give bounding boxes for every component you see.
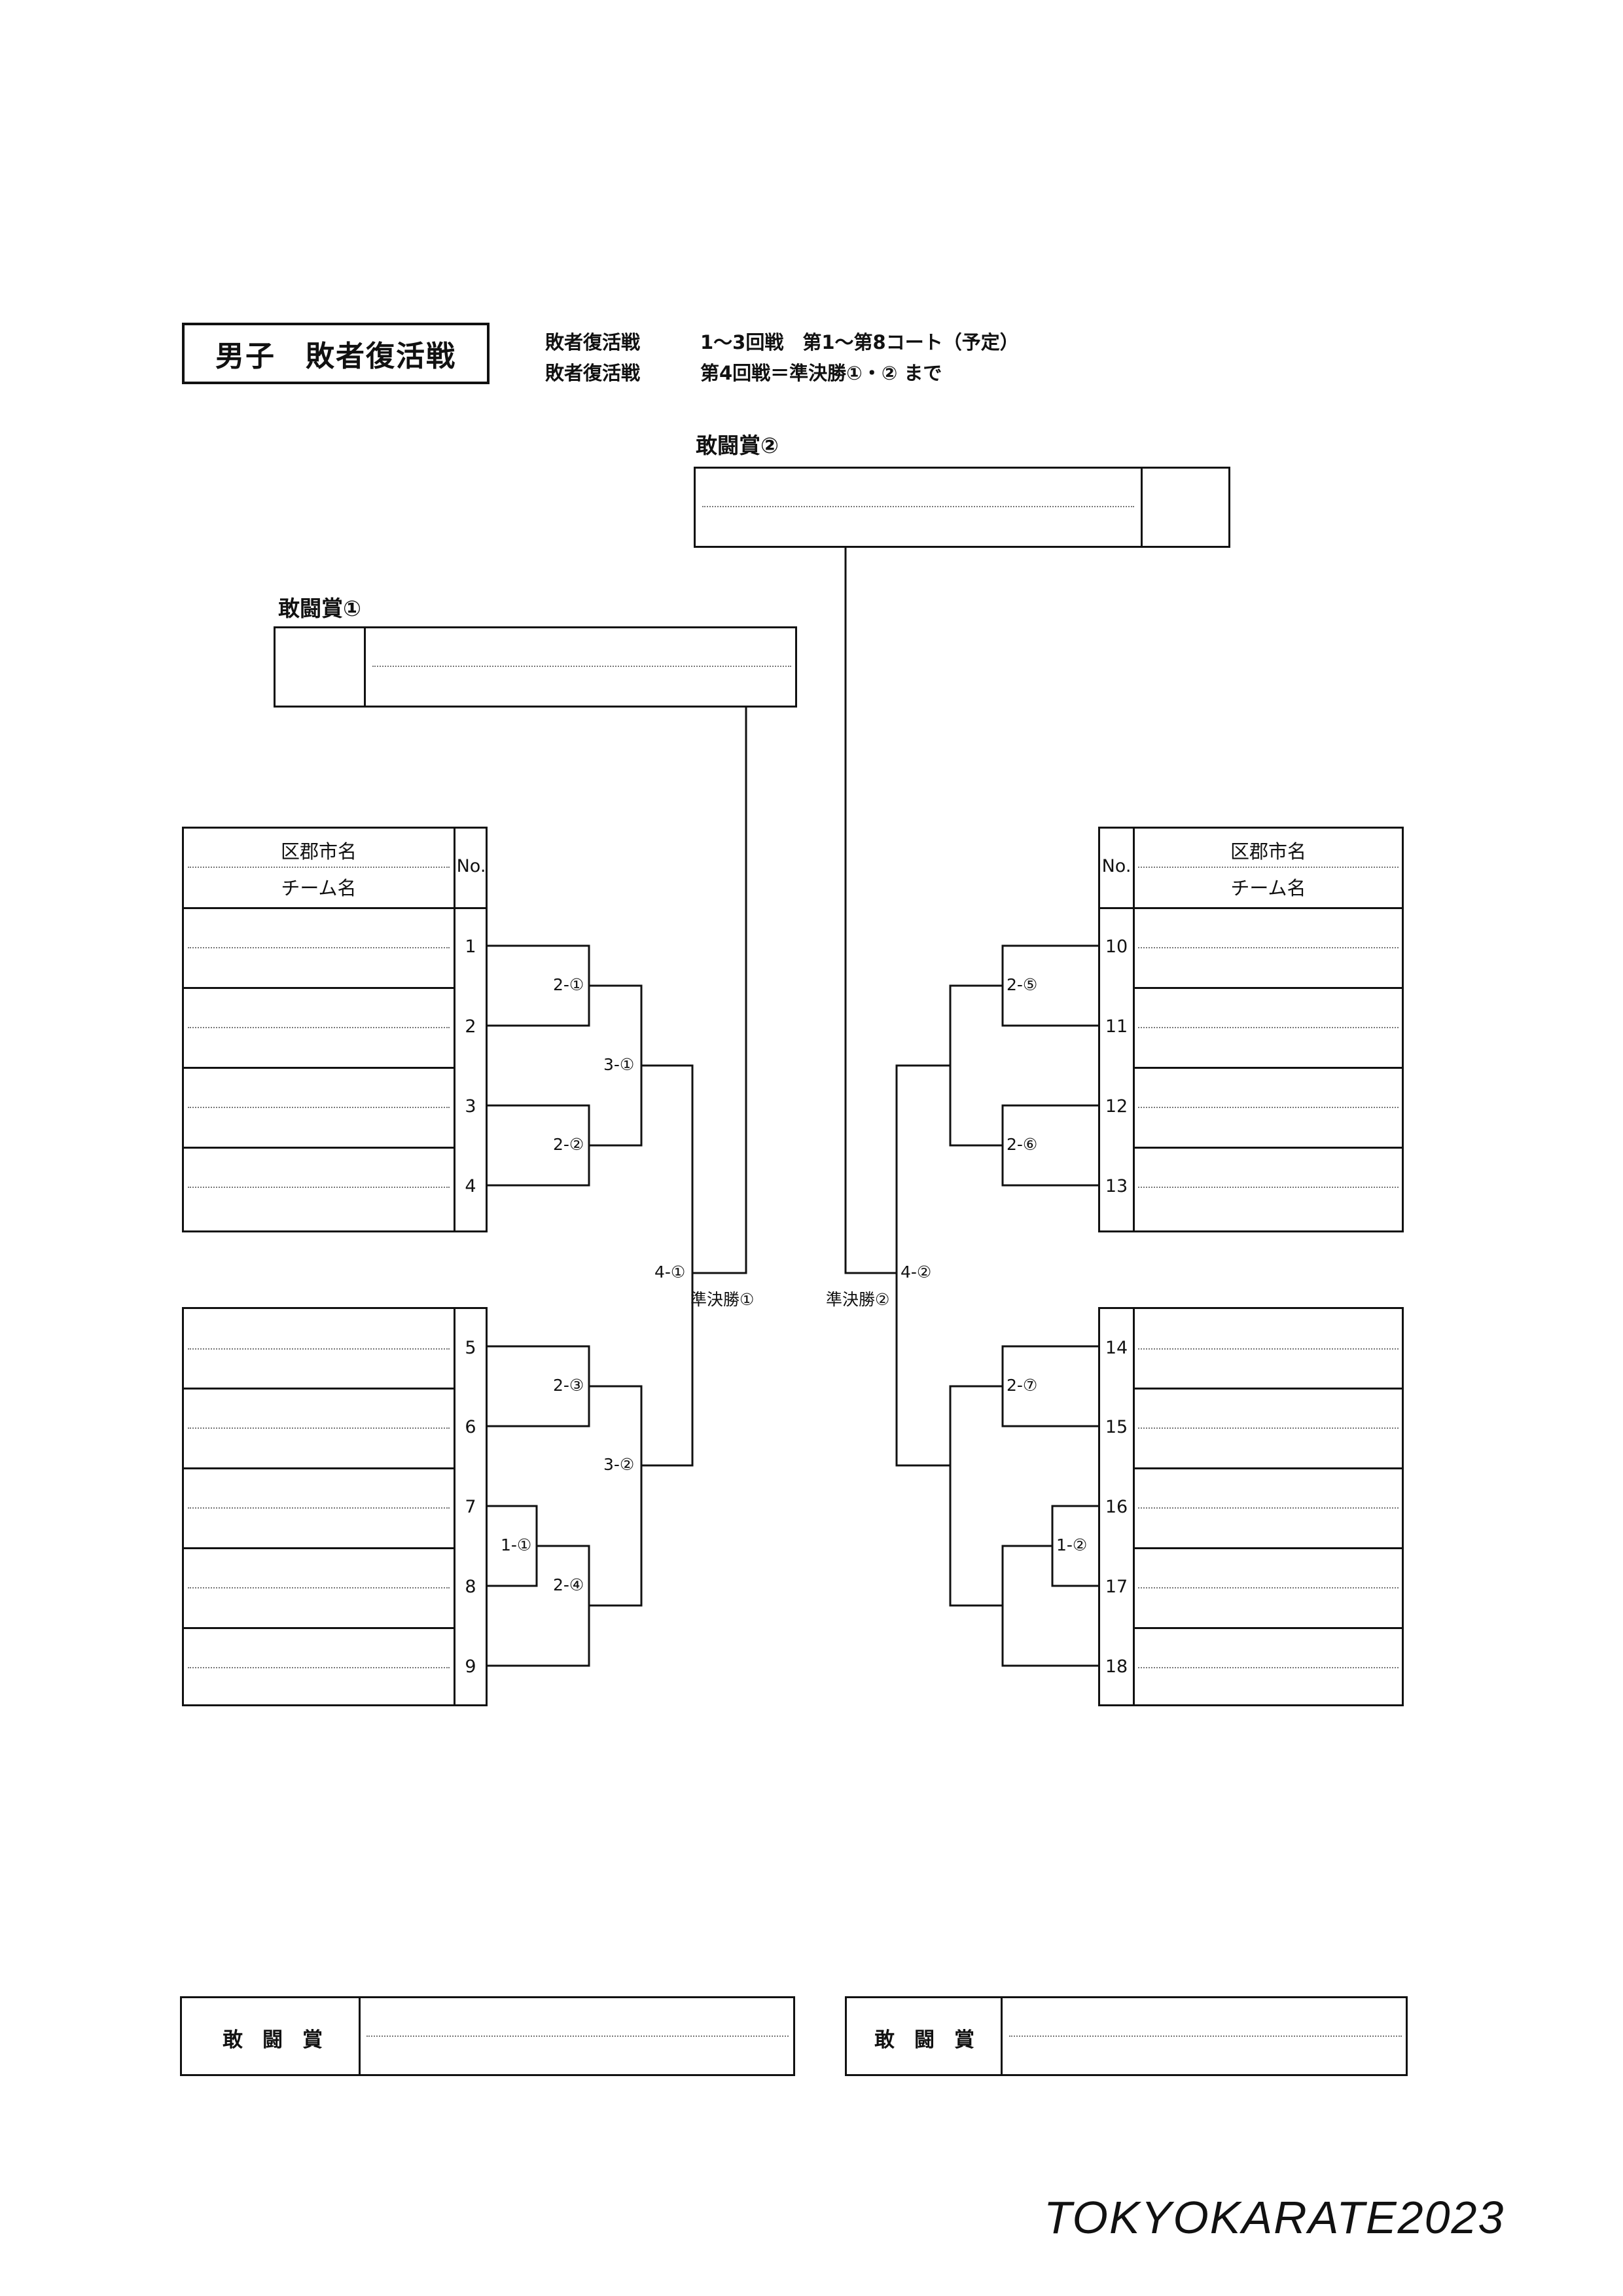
award2-box <box>694 467 1230 548</box>
entry-no-4: 4 <box>465 1176 476 1196</box>
footer-brand: TOKYOKARATE2023 <box>1044 2192 1505 2243</box>
right-top-table: No. 区郡市名 チーム名 10 11 12 13 <box>1098 827 1404 1232</box>
entry-no-1: 1 <box>465 937 476 957</box>
note-text-1: 1～3回戦 第1～第8コート（予定） <box>700 331 1019 353</box>
right-bottom-table: 14 15 16 17 18 <box>1098 1307 1404 1706</box>
match-1-2: 1-② <box>1056 1535 1088 1554</box>
award1-label: 敢闘賞① <box>278 596 361 621</box>
semifinal-1-label: 準決勝① <box>690 1290 755 1309</box>
entry-no-8: 8 <box>465 1577 476 1597</box>
match-2-4: 2-④ <box>553 1575 584 1594</box>
entry-no-15: 15 <box>1105 1417 1128 1437</box>
left-bottom-table: 5 6 7 8 9 <box>182 1307 488 1706</box>
award1-box <box>274 626 797 708</box>
match-2-3: 2-③ <box>553 1376 584 1395</box>
header-district: 区郡市名 <box>280 840 357 863</box>
bottom-award-right: 敢闘賞 <box>845 1996 1408 2076</box>
match-1-1: 1-① <box>501 1535 532 1554</box>
entry-no-11: 11 <box>1105 1016 1128 1037</box>
match-2-2: 2-② <box>553 1135 584 1154</box>
entry-no-17: 17 <box>1105 1577 1128 1597</box>
bracket-right-bottom <box>949 1385 1003 1607</box>
bracket-3-2 <box>589 1385 643 1607</box>
line-award2 <box>844 546 897 1274</box>
bottom-award-right-label: 敢闘賞 <box>874 2028 994 2052</box>
match-2-7: 2-⑦ <box>1007 1376 1038 1395</box>
match-4-2: 4-② <box>901 1263 932 1282</box>
header-team: チーム名 <box>281 877 357 899</box>
header-no: No. <box>456 856 486 876</box>
entry-no-14: 14 <box>1105 1338 1128 1358</box>
match-4-1: 4-① <box>654 1263 686 1282</box>
note-label-1: 敗者復活戦 <box>545 331 641 353</box>
bottom-award-left: 敢闘賞 <box>180 1996 795 2076</box>
match-3-2: 3-② <box>603 1455 635 1474</box>
entry-no-10: 10 <box>1105 937 1128 957</box>
match-2-6: 2-⑥ <box>1007 1135 1038 1154</box>
note-label-2: 敗者復活戦 <box>545 362 641 384</box>
bracket-right-top <box>949 984 1003 1147</box>
line-award1 <box>692 706 747 1274</box>
header-no-right: No. <box>1101 856 1132 876</box>
match-3-1: 3-① <box>603 1055 635 1074</box>
semifinal-2-label: 準決勝② <box>826 1290 890 1309</box>
match-2-1: 2-① <box>553 975 584 994</box>
entry-no-18: 18 <box>1105 1657 1128 1677</box>
entry-no-13: 13 <box>1105 1176 1128 1196</box>
entry-no-3: 3 <box>465 1096 476 1117</box>
entry-no-9: 9 <box>465 1657 476 1677</box>
match-2-5: 2-⑤ <box>1007 975 1038 994</box>
bracket-4-2 <box>895 1064 950 1467</box>
entry-no-5: 5 <box>465 1338 476 1358</box>
bottom-award-left-label: 敢闘賞 <box>223 2028 342 2052</box>
header-district-right: 区郡市名 <box>1230 840 1306 863</box>
entry-no-12: 12 <box>1105 1096 1128 1117</box>
header-team-right: チーム名 <box>1230 877 1306 899</box>
bracket-2-4 <box>488 1545 590 1667</box>
bracket-4-1 <box>641 1064 694 1467</box>
bracket-right-b2 <box>1001 1545 1098 1667</box>
note-text-2: 第4回戦＝準決勝①・② まで <box>700 362 942 384</box>
entry-no-2: 2 <box>465 1016 476 1037</box>
entry-no-7: 7 <box>465 1497 476 1517</box>
award2-label: 敢闘賞② <box>696 433 779 458</box>
entry-no-16: 16 <box>1105 1497 1128 1517</box>
left-top-table: 区郡市名 チーム名 No. 1 2 3 4 <box>182 827 488 1232</box>
entry-no-6: 6 <box>465 1417 476 1437</box>
page-title: 男子 敗者復活戦 <box>182 323 490 384</box>
